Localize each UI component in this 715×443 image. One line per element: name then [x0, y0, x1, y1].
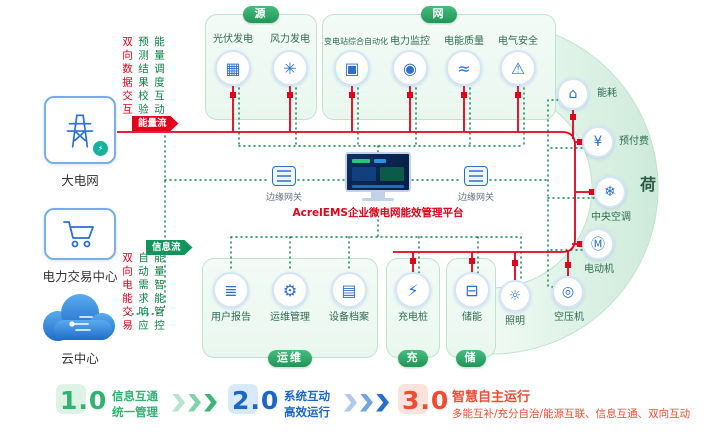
top-note-2: 预测结果校验	[137, 36, 149, 117]
legend-1-line2: 统一管理	[112, 405, 158, 419]
equipment-archive-node: ▤	[331, 272, 367, 308]
substation-node: ▣	[334, 50, 370, 86]
top-note-3: 能量调度互动	[153, 36, 165, 117]
item-label-quality: 电能质量	[444, 36, 484, 47]
trading-center-box	[44, 208, 116, 260]
item-label-consumption: 能耗	[597, 88, 617, 99]
item-label-prepaid: 预付费	[619, 136, 649, 147]
platform-monitor	[345, 152, 411, 201]
edge-gateway-icon	[272, 166, 296, 186]
lightning-badge-icon: ⚡	[93, 141, 108, 156]
item-label-monitoring: 电力监控	[390, 36, 430, 47]
compressor-icon: ◎	[561, 284, 575, 300]
item-label-substation: 变电站综合自动化	[324, 37, 388, 46]
motor-node: Ⓜ	[582, 228, 614, 260]
user-report-node: ≣	[213, 272, 249, 308]
legend-2-square	[228, 384, 258, 414]
chevron-group-green	[172, 392, 220, 412]
lighting-icon: ☼	[508, 288, 522, 304]
item-label-wind: 风力发电	[270, 34, 310, 45]
storage-group-title: 储	[456, 350, 486, 367]
solar-node: ▦	[215, 50, 251, 86]
legend-2-line2: 高效运行	[284, 405, 330, 419]
cloud-center-label: 云中心	[61, 351, 99, 366]
legend-1-line1: 信息互通	[112, 389, 158, 403]
legend-1-version: 1.0	[60, 386, 108, 415]
motor-icon: Ⓜ	[591, 237, 605, 253]
connector-squares	[230, 92, 595, 268]
legend-3-version: 3.0	[402, 386, 450, 415]
om-management-icon: ⚙	[282, 280, 298, 300]
item-label-om: 运维管理	[270, 312, 310, 323]
prepaid-icon: ¥	[593, 134, 603, 150]
power-monitor-icon: ◉	[403, 58, 417, 78]
item-label-charging: 充电桩	[398, 312, 428, 323]
bottom-note-3: 能量智能管控	[153, 252, 165, 333]
legend-3-line1: 智慧自主运行	[452, 390, 531, 405]
item-label-archive: 设备档案	[329, 312, 369, 323]
electrical-safety-node: ⚠	[500, 50, 536, 86]
grid-group-title: 网	[421, 6, 457, 23]
edge-gateway-left-label: 边缘网关	[265, 193, 302, 203]
user-report-icon: ≣	[224, 280, 238, 300]
solar-panel-icon: ▦	[225, 58, 241, 78]
info-flow-tag: 信息流	[146, 240, 193, 255]
energy-storage-icon: ⊟	[465, 280, 479, 300]
power-grid-box	[44, 96, 116, 164]
monitor-screen	[345, 152, 411, 192]
hvac-node: ❄	[594, 176, 626, 208]
shopping-cart-icon	[63, 221, 94, 248]
power-quality-icon: ≈	[457, 58, 471, 78]
item-label-lighting: 照明	[505, 316, 525, 327]
legend-1-square	[56, 384, 86, 414]
legend-3-square	[398, 384, 428, 414]
item-label-report: 用户报告	[211, 312, 251, 323]
charging-pile-icon: ⚡	[407, 280, 419, 300]
lighting-node: ☼	[499, 280, 531, 312]
item-label-safety: 电气安全	[498, 36, 538, 47]
legend-3-line2: 多能互补/充分自治/能源互联、信息互通、双向互动	[452, 408, 691, 420]
charge-group-title: 充	[398, 350, 428, 367]
energy-flow-tag: 能量流	[132, 116, 179, 131]
edge-gateway-icon	[464, 166, 488, 186]
substation-icon: ▣	[344, 58, 360, 78]
load-group-title: 荷	[640, 175, 658, 194]
legend-2-line1: 系统互动	[284, 389, 330, 403]
info-flow-lines	[125, 87, 595, 315]
bottom-note-1: 双向电能交易	[121, 252, 133, 333]
item-label-solar: 光伏发电	[213, 34, 253, 45]
edge-gateway-right-label: 边缘网关	[457, 193, 494, 203]
equipment-archive-icon: ▤	[341, 280, 357, 300]
electrical-safety-icon: ⚠	[510, 58, 526, 78]
transmission-tower-icon	[66, 114, 94, 148]
top-note-1: 双向数据交互	[121, 36, 133, 117]
item-label-storage: 储能	[462, 312, 482, 323]
energy-consumption-node: ⌂	[557, 78, 589, 110]
power-monitor-node: ◉	[392, 50, 428, 86]
wind-node: ✳	[272, 50, 308, 86]
power-quality-node: ≈	[446, 50, 482, 86]
legend-2-version: 2.0	[232, 386, 280, 415]
item-label-motor: 电动机	[584, 264, 614, 275]
power-grid-label: 大电网	[61, 173, 99, 188]
cloud-icon	[43, 294, 115, 341]
item-label-hvac: 中央空调	[591, 212, 631, 223]
trading-center-label: 电力交易中心	[42, 269, 118, 284]
hvac-icon: ❄	[604, 184, 616, 200]
prepaid-node: ¥	[582, 126, 614, 158]
energy-consumption-icon: ⌂	[568, 86, 578, 102]
energy-storage-node: ⊟	[454, 272, 490, 308]
om-management-node: ⚙	[272, 272, 308, 308]
charging-pile-node: ⚡	[395, 272, 431, 308]
wind-turbine-icon: ✳	[283, 58, 297, 78]
platform-caption: AcrelEMS企业微电网能效管理平台	[292, 207, 464, 219]
item-label-compressor: 空压机	[554, 312, 584, 323]
source-group-title: 源	[243, 6, 279, 23]
bottom-note-2: 自动需求响应	[137, 252, 149, 333]
compressor-node: ◎	[552, 276, 584, 308]
om-group-title: 运维	[268, 350, 312, 367]
chevron-group-blue	[344, 392, 392, 412]
